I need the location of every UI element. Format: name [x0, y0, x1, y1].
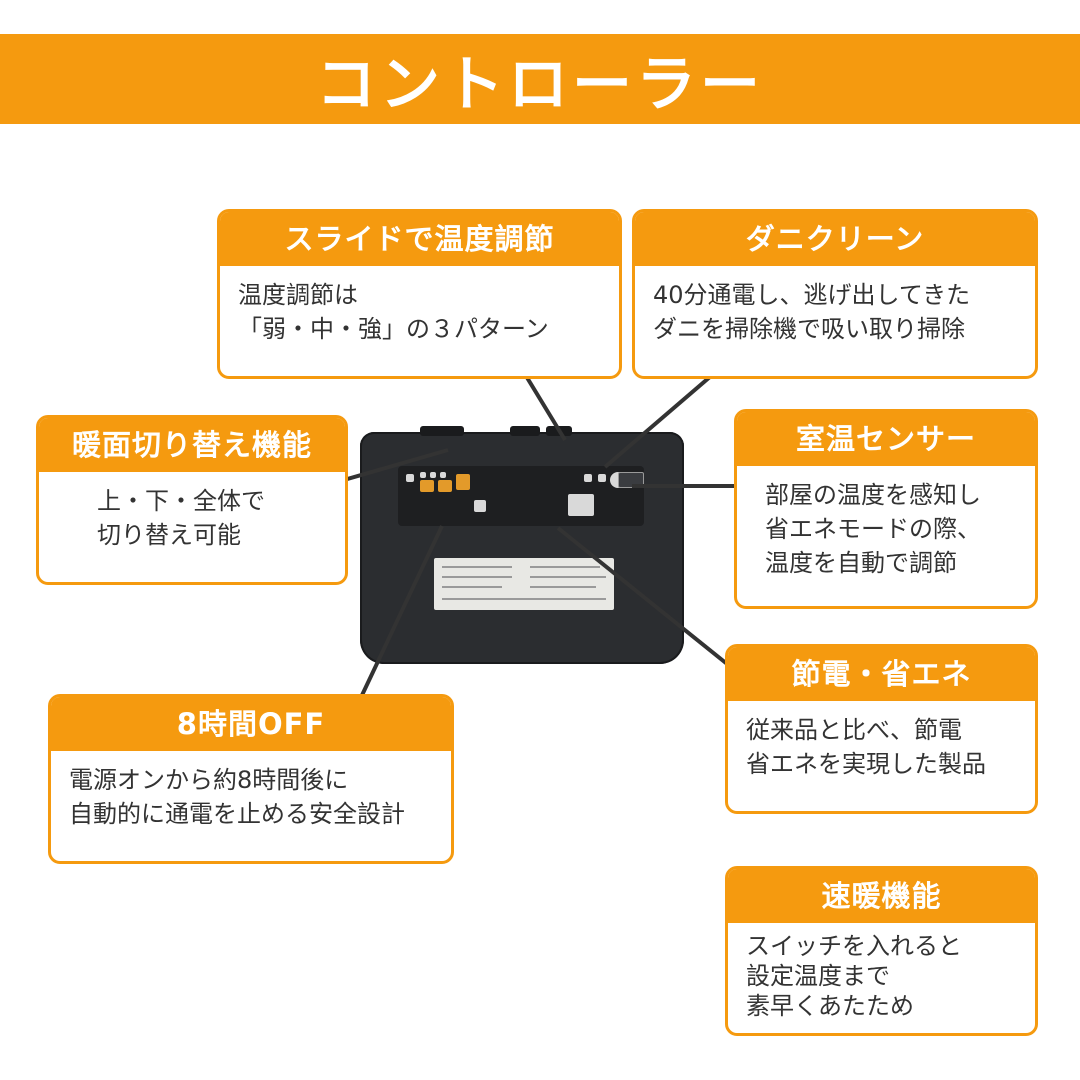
controller-slot [420, 426, 464, 436]
control-panel [398, 466, 644, 526]
zone-indicator [406, 474, 414, 482]
leader-line [556, 526, 754, 686]
feature-description: スイッチを入れると 設定温度まで 素早くあたため [746, 932, 962, 1020]
title-banner: コントローラー [0, 34, 1080, 124]
leader-line [353, 525, 444, 711]
temp-indicator [598, 474, 606, 482]
warning-label [434, 558, 614, 610]
zone-switch-key [438, 480, 452, 492]
feature-description: 温度調節は 「弱・中・強」の３パターン [238, 281, 549, 343]
leader-line [329, 448, 449, 486]
feature-card-zone-switch: 暖面切り替え機能 上・下・全体で 切り替え可能 [36, 415, 348, 585]
feature-title: スライドで温度調節 [220, 212, 619, 266]
feature-title: 速暖機能 [728, 869, 1035, 923]
leader-line [603, 368, 720, 469]
feature-card-slide-temp: スライドで温度調節 温度調節は 「弱・中・強」の３パターン [217, 209, 622, 379]
led-indicator [440, 472, 446, 478]
auto-off-key [474, 500, 486, 512]
eco-mode-button [568, 494, 594, 516]
led-indicator [420, 472, 426, 478]
feature-title: 節電・省エネ [728, 647, 1035, 701]
page-title: コントローラー [316, 49, 764, 120]
feature-description: 部屋の温度を感知し 省エネモードの際、 温度を自動で調節 [765, 481, 981, 577]
temp-indicator [584, 474, 592, 482]
feature-card-auto-off: 8時間OFF 電源オンから約8時間後に 自動的に通電を止める安全設計 [48, 694, 454, 864]
feature-card-room-sensor: 室温センサー 部屋の温度を感知し 省エネモードの際、 温度を自動で調節 [734, 409, 1038, 609]
feature-card-power-save: 節電・省エネ 従来品と比べ、節電 省エネを実現した製品 [725, 644, 1038, 814]
controller-slot [510, 426, 540, 436]
feature-description: 電源オンから約8時間後に 自動的に通電を止める安全設計 [69, 766, 405, 828]
feature-description: 上・下・全体で 切り替え可能 [97, 487, 265, 549]
controller-device [360, 426, 684, 664]
feature-card-quick-heat: 速暖機能 スイッチを入れると 設定温度まで 素早くあたため [725, 866, 1038, 1036]
feature-description: 40分通電し、逃げ出してきた ダニを掃除機で吸い取り掃除 [653, 281, 971, 343]
zone-switch-key [456, 474, 470, 490]
feature-card-mite-clean: ダニクリーン 40分通電し、逃げ出してきた ダニを掃除機で吸い取り掃除 [632, 209, 1038, 379]
feature-description: 従来品と比べ、節電 省エネを実現した製品 [746, 716, 986, 778]
feature-title: ダニクリーン [635, 212, 1035, 266]
led-indicator [430, 472, 436, 478]
zone-switch-key [420, 480, 434, 492]
feature-title: 室温センサー [737, 412, 1035, 466]
feature-title: 8時間OFF [51, 697, 451, 751]
feature-title: 暖面切り替え機能 [39, 418, 345, 472]
